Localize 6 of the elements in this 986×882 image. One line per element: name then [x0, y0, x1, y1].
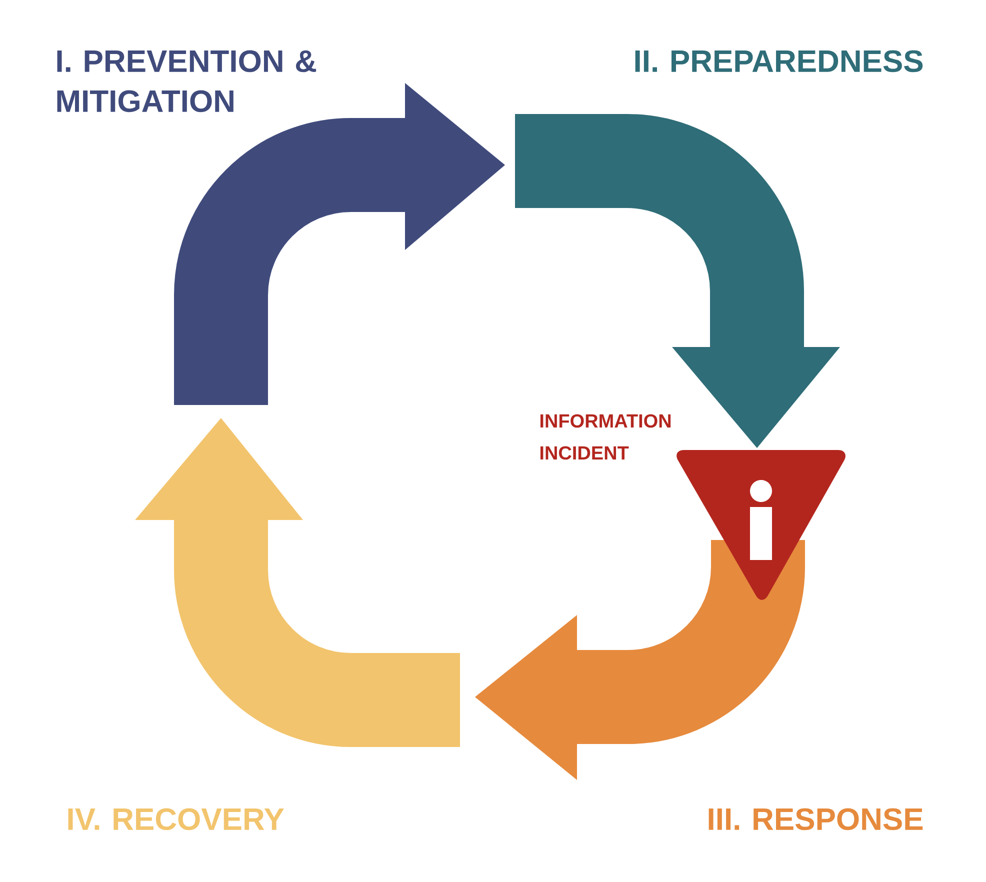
phase-title: IV. RECOVERY [68, 808, 284, 830]
phase-title: II. PREPAREDNESS [635, 50, 923, 72]
incident-label: INFORMATION INCIDENT [540, 414, 671, 460]
phase-title: I. PREVENTION & MITIGATION [57, 50, 316, 112]
phase-title: III. RESPONSE [708, 808, 923, 830]
warning-triangle [676, 450, 846, 600]
